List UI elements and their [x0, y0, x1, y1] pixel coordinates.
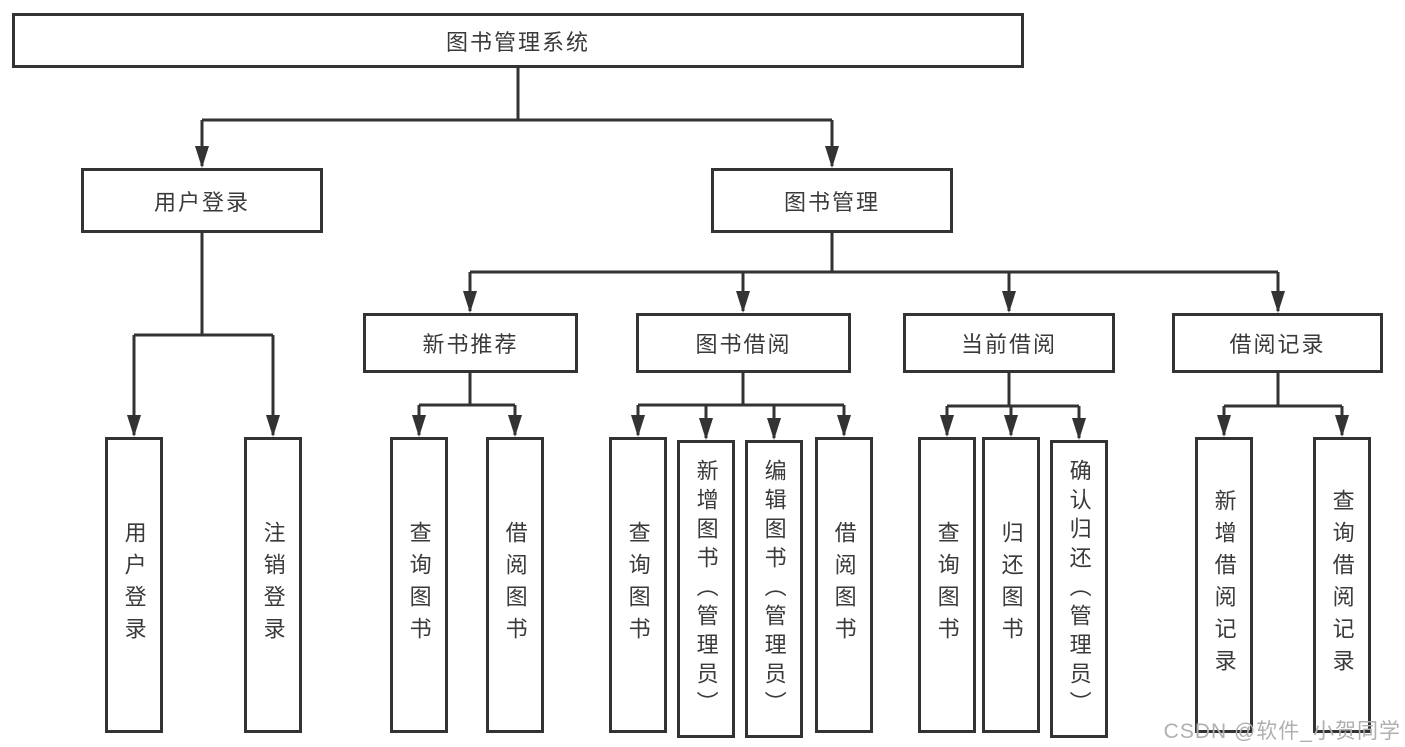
node-user-login-branch: 用户登录	[81, 168, 323, 233]
arrowhead-icon	[195, 146, 209, 168]
connector-book-management-branch	[463, 233, 1285, 313]
arrowhead-icon	[1002, 291, 1016, 313]
node-label: 确认归还（管理员）	[1066, 458, 1092, 720]
node-label: 借阅图书	[831, 521, 857, 649]
connector-line	[636, 373, 846, 438]
node-label: 编辑图书（管理员）	[761, 458, 787, 720]
connector-user-login-branch	[127, 233, 280, 437]
node-label: 图书管理	[783, 189, 880, 215]
node-borrowing-records: 借阅记录	[1172, 313, 1383, 373]
leaf-edit-books-admin: 编辑图书（管理员）	[745, 440, 803, 738]
leaf-add-books-admin: 新增图书（管理员）	[677, 440, 735, 738]
node-label: 当前借阅	[960, 332, 1057, 357]
connector-line	[132, 233, 275, 435]
leaf-query-borrow-record: 查询借阅记录	[1313, 437, 1371, 733]
arrowhead-icon	[1335, 415, 1349, 437]
arrowhead-icon	[508, 415, 522, 437]
arrowhead-icon	[266, 415, 280, 437]
connector-line	[1222, 373, 1344, 435]
connector-current-borrowing-group	[940, 373, 1086, 440]
node-label: 用户登录	[121, 521, 147, 649]
connector-borrowing-records-group	[1217, 373, 1349, 437]
node-label: 借阅记录	[1229, 332, 1326, 357]
connector-book-borrowing-group	[631, 373, 851, 440]
connector-line	[468, 233, 1280, 311]
connector-root-to-level2	[195, 68, 839, 168]
node-label: 新增借阅记录	[1211, 489, 1237, 681]
leaf-confirm-return-admin: 确认归还（管理员）	[1050, 440, 1108, 738]
node-label: 查询借阅记录	[1329, 489, 1355, 681]
connector-new-book-rec-group	[412, 373, 522, 437]
leaf-borrow-books: 借阅图书	[815, 437, 873, 733]
node-label: 新书推荐	[422, 332, 519, 357]
leaf-logout: 注销登录	[244, 437, 302, 733]
arrowhead-icon	[1217, 415, 1231, 437]
leaf-user-login: 用户登录	[105, 437, 163, 733]
leaf-query-books-borrow: 查询图书	[609, 437, 667, 733]
arrowhead-icon	[767, 418, 781, 440]
arrowhead-icon	[127, 415, 141, 437]
arrowhead-icon	[940, 415, 954, 437]
arrowhead-icon	[1271, 291, 1285, 313]
node-label: 图书管理系统	[445, 29, 590, 55]
arrowhead-icon	[412, 415, 426, 437]
leaf-query-books-current: 查询图书	[918, 437, 976, 733]
connector-line	[417, 373, 517, 435]
arrowhead-icon	[699, 418, 713, 440]
arrowhead-icon	[736, 291, 750, 313]
arrowhead-icon	[837, 415, 851, 437]
arrowhead-icon	[1004, 415, 1018, 437]
node-label: 查询图书	[934, 521, 960, 649]
node-book-borrowing: 图书借阅	[636, 313, 851, 373]
node-label: 新增图书（管理员）	[693, 458, 719, 720]
arrowhead-icon	[631, 415, 645, 437]
node-book-management-branch: 图书管理	[711, 168, 953, 233]
watermark-text: CSDN @软件_小贺同学	[1163, 720, 1401, 743]
node-label: 查询图书	[406, 521, 432, 649]
node-label: 查询图书	[625, 521, 651, 649]
node-label: 用户登录	[153, 189, 250, 215]
arrowhead-icon	[463, 291, 477, 313]
leaf-return-books: 归还图书	[982, 437, 1040, 733]
leaf-query-books-rec: 查询图书	[390, 437, 448, 733]
node-current-borrowing: 当前借阅	[903, 313, 1115, 373]
node-label: 归还图书	[998, 521, 1024, 649]
node-root-system: 图书管理系统	[12, 13, 1024, 68]
node-label: 图书借阅	[695, 332, 792, 357]
leaf-add-borrow-record: 新增借阅记录	[1195, 437, 1253, 733]
connector-line	[200, 68, 834, 166]
arrowhead-icon	[1072, 418, 1086, 440]
arrowhead-icon	[825, 146, 839, 168]
leaf-borrow-books-rec: 借阅图书	[486, 437, 544, 733]
node-label: 借阅图书	[502, 521, 528, 649]
node-new-book-recommendation: 新书推荐	[363, 313, 578, 373]
node-label: 注销登录	[260, 521, 286, 649]
